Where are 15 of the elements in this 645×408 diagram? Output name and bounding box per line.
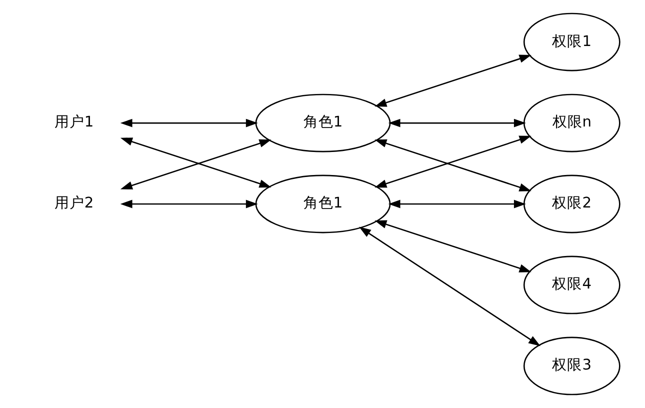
node-ellipse: 角色1 bbox=[254, 174, 390, 234]
arrow bbox=[374, 220, 531, 272]
node-ellipse: 权限n bbox=[522, 94, 620, 152]
node-ellipse: 权限1 bbox=[522, 12, 620, 72]
arrow bbox=[388, 118, 526, 128]
node-text: 用户1 bbox=[54, 114, 94, 131]
node-text: 用户2 bbox=[54, 194, 94, 212]
arrow bbox=[388, 200, 526, 208]
arrow bbox=[120, 118, 258, 128]
arrow bbox=[358, 226, 540, 346]
node-ellipse: 权限4 bbox=[522, 256, 620, 314]
node-ellipse: 权限2 bbox=[522, 174, 620, 234]
arrow bbox=[374, 54, 531, 107]
arrow bbox=[120, 200, 258, 208]
node-ellipse: 角色1 bbox=[254, 94, 390, 152]
